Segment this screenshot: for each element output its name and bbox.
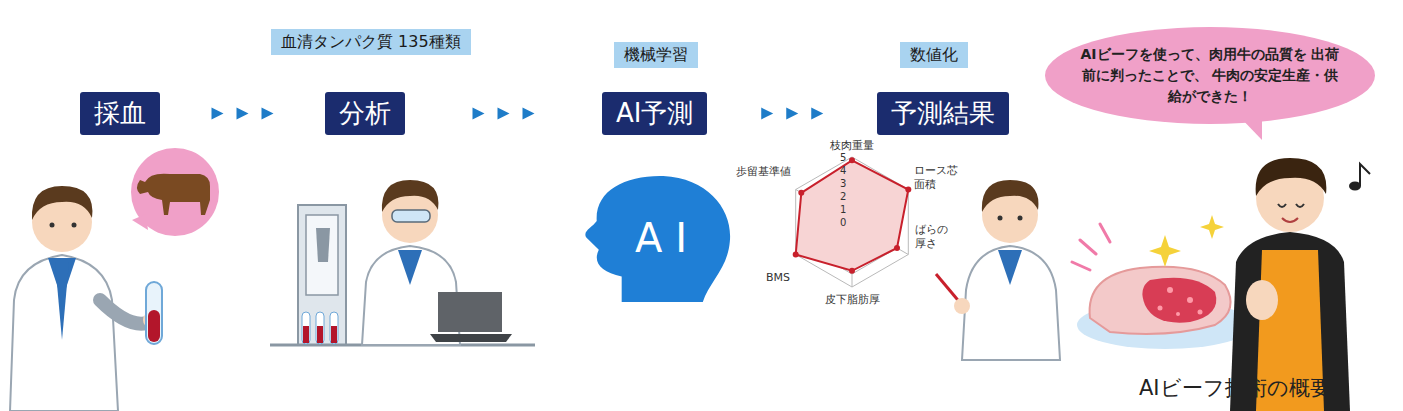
music-note [1349,164,1370,191]
scientist-figure [362,180,512,345]
axis-label: BMS [766,271,790,285]
axis-value: 2 [840,191,846,204]
axis-label: 枝肉重量 [830,139,874,153]
detail-tag: 数値化 [900,42,968,68]
axis-label: 皮下脂肪厚 [825,293,880,307]
caption: AIビーフ技術の概要 [1139,374,1331,402]
flow-arrow [212,108,274,120]
process-step-text: 採血 [94,96,146,131]
test-tube [146,282,162,344]
axis-label: ロース芯 面積 [914,164,966,192]
ai-head-text: A I [625,215,687,261]
detail-tag: 血清タンパク質 135種類 [271,29,471,55]
detail-tag-text: 機械学習 [624,45,688,65]
radar-chart [793,157,912,287]
axis-label: ばらの 厚さ [915,223,955,251]
axis-value: 0 [840,217,846,230]
butcher-figure [1230,158,1370,411]
detail-tag-text: 血清タンパク質 135種類 [281,32,461,52]
detail-tag-text: 数値化 [910,45,958,65]
meat-plate [1072,215,1253,349]
process-step: 予測結果 [877,92,1009,135]
speech-bubble: AIビーフを使って、肉用牛の品質を 出荷前に判ったことで、 牛肉の安定生産・供給… [1045,27,1375,124]
scientist-figure [936,180,1060,360]
detail-tag: 機械学習 [614,42,698,68]
axis-value: 1 [840,204,846,217]
ai-head: A I [578,174,734,302]
flow-arrow [473,108,535,120]
process-step-text: 予測結果 [891,96,995,131]
speech-bubble-text: AIビーフを使って、肉用牛の品質を 出荷前に判ったことで、 牛肉の安定生産・供給… [1075,44,1345,107]
axis-value: 5 [840,152,846,165]
axis-value: 3 [840,178,846,191]
axis-value: 4 [840,165,846,178]
radar-series [796,160,909,270]
process-step: AI予測 [602,92,707,135]
process-step: 分析 [325,92,405,135]
process-step: 採血 [80,92,160,135]
process-step-text: 分析 [339,96,391,131]
radar-grid [796,157,909,287]
axis-label: 歩留基準値 [736,165,791,179]
cow-bubble [131,148,219,236]
flow-arrow [761,108,823,120]
scientist-figure [10,186,161,411]
process-step-text: AI予測 [616,96,693,131]
